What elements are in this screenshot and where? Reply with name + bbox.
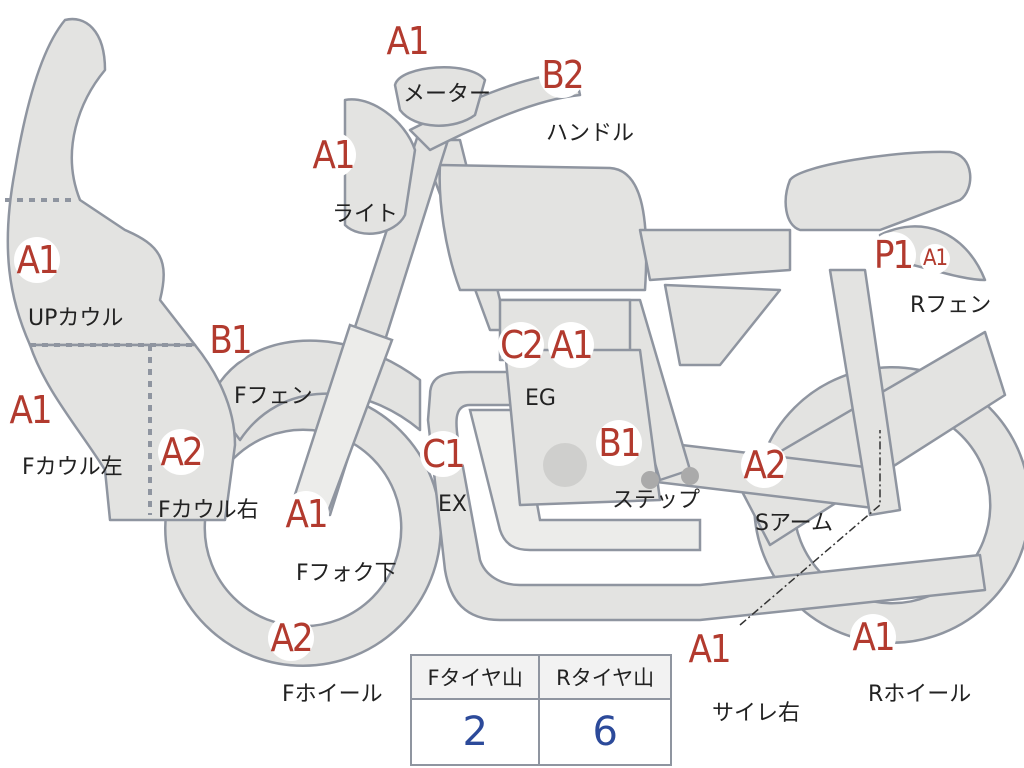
f-cowl-right-grade: A2	[158, 429, 204, 475]
table-header-row: Fタイヤ山 Rタイヤ山	[409, 654, 672, 700]
f-fender-grade: B1	[207, 317, 253, 363]
table-value-row: 2 6	[409, 698, 672, 766]
r-wheel-label: Rホイール	[868, 682, 972, 707]
fuel-tank-shape	[438, 163, 648, 292]
silencer-r-label: サイレ右	[712, 701, 801, 726]
step-peg2-shape	[681, 467, 699, 485]
lower-cowl-shape	[28, 343, 237, 522]
silencer-r-grade: A1	[686, 626, 732, 672]
f-cowl-right-label: Fカウル右	[158, 498, 259, 523]
tire-tread-table: Fタイヤ山 Rタイヤ山 2 6	[409, 654, 672, 766]
f-cowl-left-label: Fカウル左	[22, 455, 123, 480]
rear-tire-header: Rタイヤ山	[538, 654, 672, 700]
rear-tire-value: 6	[538, 698, 672, 766]
light-label: ライト	[332, 202, 399, 227]
f-wheel-label: Fホイール	[282, 682, 383, 707]
f-fender-label: Fフェン	[234, 384, 313, 409]
rear-frame-shape	[828, 268, 902, 517]
f-wheel-grade: A2	[268, 615, 314, 661]
r-fender-label: Rフェン	[910, 293, 992, 318]
step-peg-shape	[641, 471, 659, 489]
engine-label: EG	[525, 386, 556, 411]
s-arm-label: Sアーム	[755, 511, 833, 536]
meter-shape	[393, 66, 487, 127]
seat-shape	[784, 150, 972, 232]
handle-label: ハンドル	[546, 121, 635, 146]
exhaust-pipe-shape	[426, 370, 987, 622]
front-tire-value: 2	[409, 698, 541, 766]
r-wheel-grade: A1	[850, 614, 896, 660]
step-grade: B1	[596, 420, 642, 466]
r-fender-grade: P1	[870, 232, 916, 278]
headlight-shape	[343, 98, 417, 235]
side-panel-shape	[663, 283, 782, 367]
engine-cover-shape	[543, 443, 587, 487]
meter-label: メーター	[403, 82, 492, 107]
r-fender-grade-2: A1	[920, 244, 950, 274]
up-cowl-label: UPカウル	[28, 306, 124, 331]
f-fork-grade: A1	[283, 491, 329, 537]
front-tire-header: Fタイヤ山	[409, 654, 541, 700]
handle-grade: B2	[539, 52, 585, 98]
exhaust-grade: C1	[420, 431, 466, 477]
s-arm-grade: A2	[741, 442, 787, 488]
engine-grade-2: A1	[548, 322, 594, 368]
step-label: ステップ	[612, 488, 701, 513]
upper-cowl-shape	[6, 17, 197, 347]
exhaust-pipe2-shape	[468, 408, 702, 552]
meter-grade: A1	[384, 18, 430, 64]
exhaust-label: EX	[438, 492, 467, 517]
f-cowl-left-grade: A1	[7, 387, 53, 433]
f-fork-label: Fフォク下	[296, 561, 397, 586]
light-grade: A1	[310, 132, 356, 178]
side-cover-shape	[638, 228, 792, 282]
engine-grade: C2	[498, 322, 544, 368]
up-cowl-grade: A1	[14, 237, 60, 283]
